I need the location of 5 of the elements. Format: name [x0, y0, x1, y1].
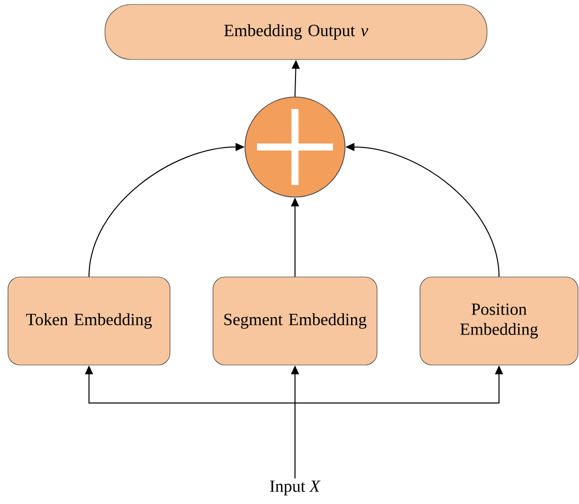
output-box: Embedding Output v: [104, 4, 488, 60]
process-box: Position Embedding: [420, 276, 578, 366]
process-box: Token Embedding: [8, 276, 170, 366]
process-box: Segment Embedding: [212, 276, 378, 366]
input-label: Input X: [270, 480, 321, 496]
